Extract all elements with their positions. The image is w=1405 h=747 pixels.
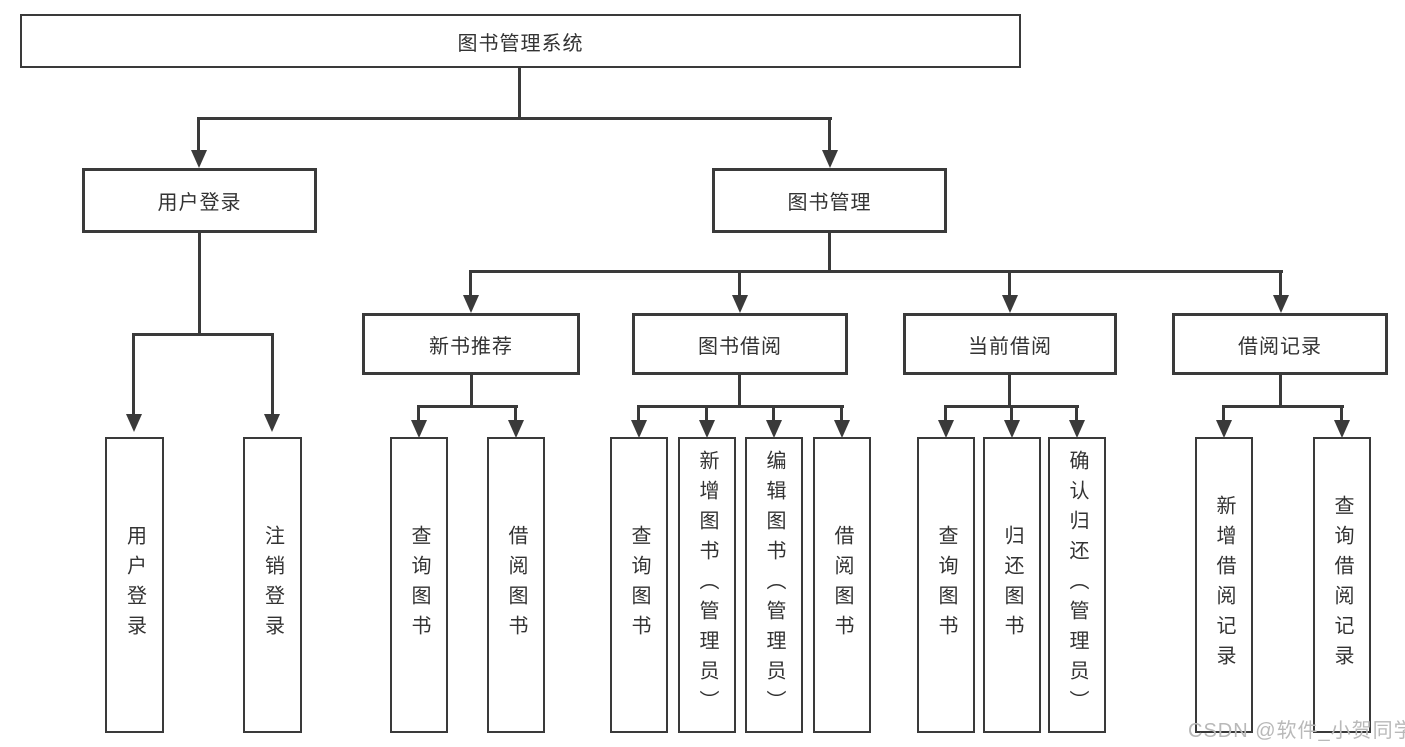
connector-vline: [738, 375, 741, 407]
connector-vline: [1008, 270, 1011, 297]
connector-vline: [198, 233, 201, 335]
node-current-borrowing: 当前借阅: [903, 313, 1117, 375]
connector-vline: [271, 333, 274, 414]
leaf-label: 查询图书: [935, 525, 957, 645]
arrow-down: [1216, 420, 1232, 438]
arrow-down: [938, 420, 954, 438]
node-new-book-recommend: 新书推荐: [362, 313, 580, 375]
node-library-management-system: 图书管理系统: [20, 14, 1021, 68]
leaf-label: 查询图书: [628, 525, 650, 645]
node-label: 图书管理系统: [457, 32, 584, 55]
connector-vline: [772, 405, 775, 421]
connector-vline: [1222, 405, 1225, 421]
leaf-label: 确认归还（管理员）: [1066, 450, 1088, 720]
connector-vline: [417, 405, 420, 421]
node-label: 图书借阅: [698, 335, 782, 358]
leaf-label: 借阅图书: [831, 525, 853, 645]
connector-vline: [518, 68, 521, 119]
connector-vline: [840, 405, 843, 421]
connector-vline: [944, 405, 947, 421]
node-label: 新书推荐: [429, 335, 513, 358]
node-label: 用户登录: [157, 192, 242, 214]
connector-vline: [637, 405, 640, 421]
node-book-management: 图书管理: [712, 168, 947, 233]
leaf-recommend-query-books: 查询图书: [390, 437, 448, 733]
arrow-down: [508, 420, 524, 438]
node-label: 借阅记录: [1238, 335, 1322, 358]
connector-vline: [738, 270, 741, 297]
arrow-down: [631, 420, 647, 438]
connector-hline: [197, 117, 832, 120]
connector-vline: [1010, 405, 1013, 421]
leaf-label: 归还图书: [1001, 525, 1023, 645]
connector-vline: [705, 405, 708, 421]
connector-vline: [197, 117, 200, 151]
leaf-borrow-edit-books-admin: 编辑图书（管理员）: [745, 437, 803, 733]
connector-hline: [469, 270, 1283, 273]
arrow-down: [766, 420, 782, 438]
arrow-down: [463, 295, 479, 313]
node-label: 当前借阅: [968, 335, 1052, 358]
connector-vline: [1340, 405, 1343, 421]
node-user-login: 用户登录: [82, 168, 317, 233]
node-book-borrowing: 图书借阅: [632, 313, 848, 375]
connector-vline: [469, 270, 472, 297]
leaf-label: 查询借阅记录: [1331, 495, 1353, 675]
connector-hline: [132, 333, 274, 336]
leaf-records-query-record: 查询借阅记录: [1313, 437, 1371, 733]
connector-vline: [828, 233, 831, 273]
connector-vline: [470, 375, 473, 407]
leaf-current-query-books: 查询图书: [917, 437, 975, 733]
arrow-down: [1334, 420, 1350, 438]
connector-vline: [1279, 270, 1282, 297]
leaf-recommend-borrow-books: 借阅图书: [487, 437, 545, 733]
arrow-down: [699, 420, 715, 438]
connector-vline: [1008, 375, 1011, 407]
connector-vline: [132, 333, 135, 414]
leaf-records-add-record: 新增借阅记录: [1195, 437, 1253, 733]
arrow-down: [1273, 295, 1289, 313]
leaf-label: 编辑图书（管理员）: [763, 450, 785, 720]
arrow-down: [411, 420, 427, 438]
leaf-label: 新增图书（管理员）: [696, 450, 718, 720]
connector-vline: [1075, 405, 1078, 421]
leaf-borrow-borrow-books: 借阅图书: [813, 437, 871, 733]
arrow-down: [126, 414, 142, 432]
leaf-current-confirm-return-admin: 确认归还（管理员）: [1048, 437, 1106, 733]
leaf-logout: 注销登录: [243, 437, 302, 733]
leaf-borrow-add-books-admin: 新增图书（管理员）: [678, 437, 736, 733]
arrow-down: [822, 150, 838, 168]
arrow-down: [1004, 420, 1020, 438]
connector-hline: [1222, 405, 1344, 408]
leaf-label: 注销登录: [261, 525, 284, 645]
connector-vline: [828, 117, 831, 151]
leaf-label: 查询图书: [408, 525, 430, 645]
connector-hline: [418, 405, 518, 408]
connector-hline: [637, 405, 844, 408]
node-label: 图书管理: [787, 192, 872, 214]
leaf-user-login: 用户登录: [105, 437, 164, 733]
leaf-current-return-books: 归还图书: [983, 437, 1041, 733]
leaf-label: 用户登录: [123, 525, 146, 645]
leaf-borrow-query-books: 查询图书: [610, 437, 668, 733]
arrow-down: [191, 150, 207, 168]
csdn-watermark: CSDN @软件_小贺同学: [1188, 720, 1405, 742]
connector-vline: [514, 405, 517, 421]
node-borrowing-records: 借阅记录: [1172, 313, 1388, 375]
arrow-down: [1069, 420, 1085, 438]
leaf-label: 借阅图书: [505, 525, 527, 645]
connector-vline: [1279, 375, 1282, 407]
arrow-down: [1002, 295, 1018, 313]
arrow-down: [834, 420, 850, 438]
arrow-down: [732, 295, 748, 313]
leaf-label: 新增借阅记录: [1213, 495, 1235, 675]
arrow-down: [264, 414, 280, 432]
